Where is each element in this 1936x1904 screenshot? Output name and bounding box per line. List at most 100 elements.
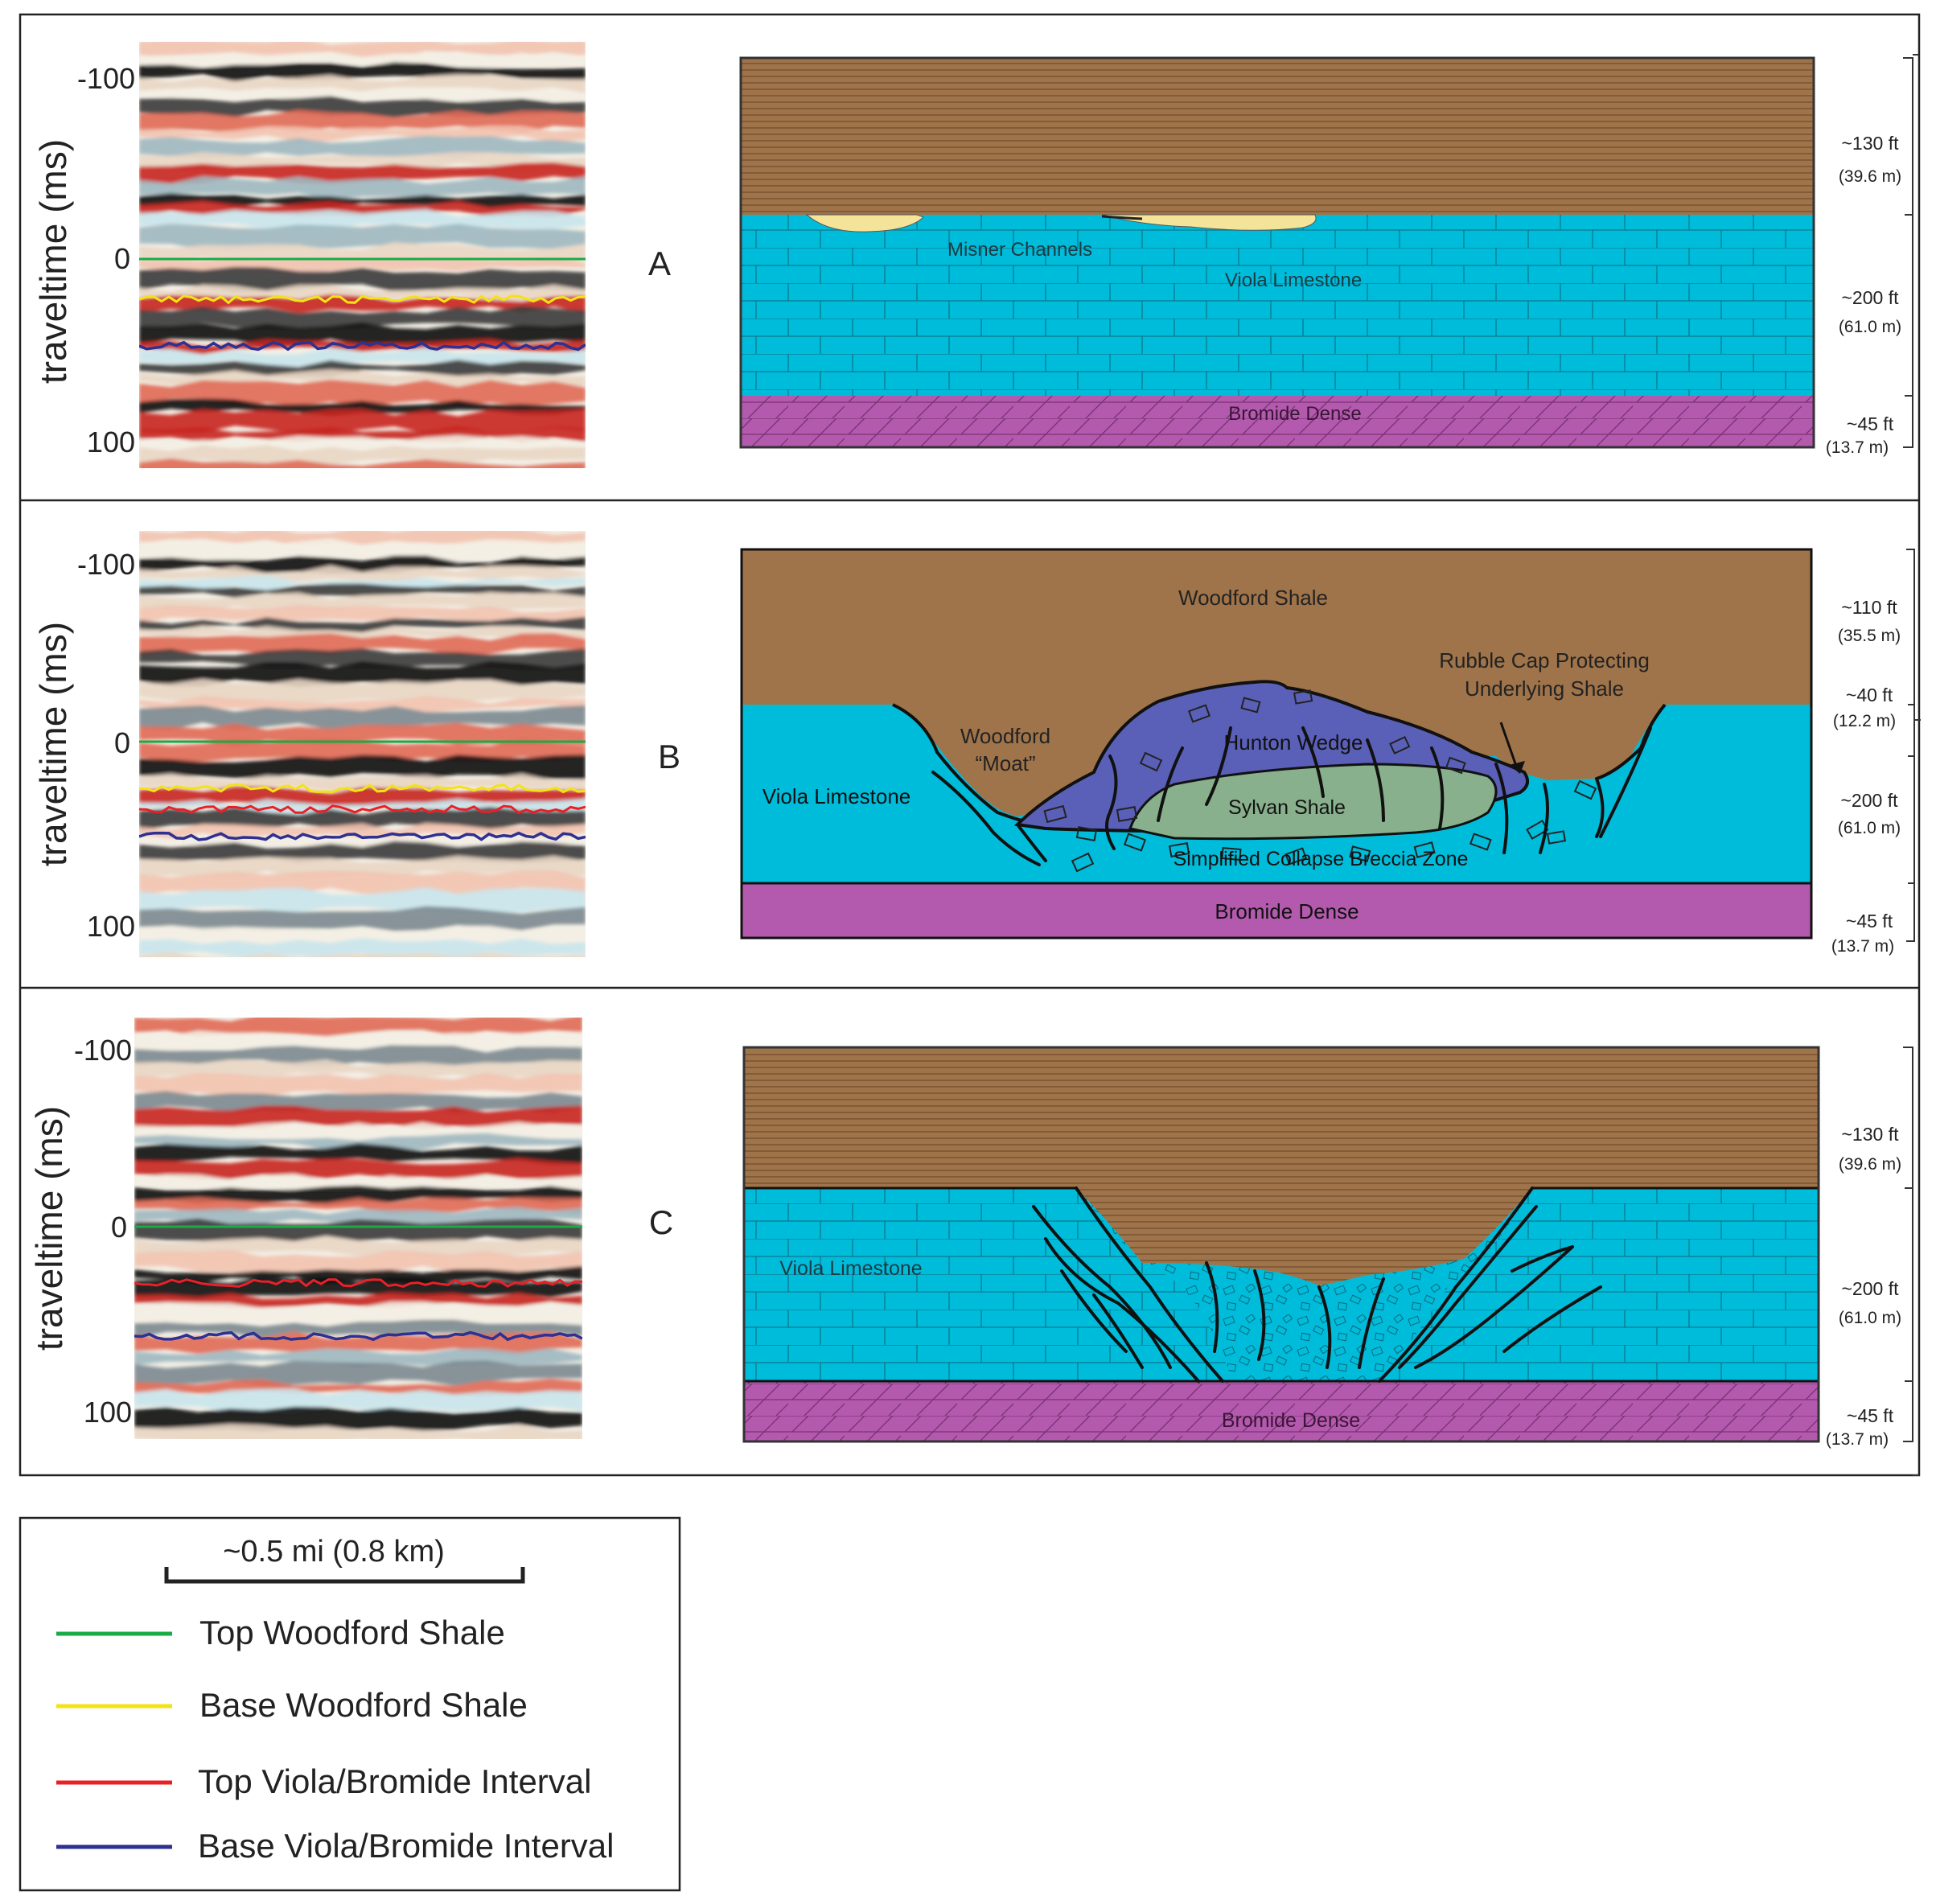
panel-letter-c: C (649, 1203, 673, 1241)
seismic-band (134, 1218, 582, 1244)
seismic-band (134, 1185, 582, 1205)
seismic-section-c (134, 1018, 582, 1439)
panel-a: traveltime (ms) -100 0 100 A Misner Chan… (32, 42, 1919, 468)
seismic-band (134, 1133, 582, 1150)
label-misner-channels: Misner Channels (947, 239, 1092, 261)
seismic-band (139, 679, 586, 703)
panel-c: traveltime (ms) -100 0 100 C (28, 1018, 1919, 1476)
scale-bar (164, 1567, 525, 1584)
thick-a-3-ft: ~45 ft (1847, 413, 1894, 434)
seismic-band (139, 224, 586, 250)
seismic-band (139, 435, 586, 451)
tick-label-a-100: 100 (87, 426, 135, 459)
y-axis-label-c: traveltime (ms) (28, 1106, 70, 1351)
label-bromide-b: Bromide Dense (1215, 899, 1358, 923)
seismic-band (139, 339, 586, 355)
seismic-section-b (139, 531, 586, 957)
seismic-band (139, 87, 586, 103)
seismic-band (139, 380, 586, 406)
seismic-band (139, 906, 586, 931)
tick-label-b-minus100: -100 (77, 548, 135, 581)
thick-a-2-m: (61.0 m) (1839, 318, 1901, 336)
woodford-layer-a (741, 58, 1814, 215)
bromide-layer-b (742, 883, 1811, 938)
y-axis-label-a: traveltime (ms) (32, 139, 74, 384)
tick-label-c-minus100: -100 (74, 1034, 132, 1067)
seismic-band (134, 1174, 582, 1191)
seismic-band (139, 696, 586, 713)
thick-c-1-m: (39.6 m) (1839, 1155, 1901, 1174)
horizon-pick-red (134, 1278, 582, 1288)
seismic-band (139, 773, 586, 793)
legend-label-base-woodford: Base Woodford Shale (199, 1686, 528, 1724)
horizon-pick-blue (139, 831, 586, 841)
thick-b-2-m: (12.2 m) (1833, 712, 1896, 730)
thick-b-3-m: (61.0 m) (1838, 819, 1901, 837)
label-moat-1: Woodford (960, 724, 1050, 748)
seismic-band (139, 96, 586, 117)
seismic-band (134, 1424, 582, 1439)
seismic-band (139, 855, 586, 878)
horizon-pick-blue (139, 340, 586, 352)
seismic-band (139, 409, 586, 434)
breccia-clasts-b (1043, 689, 1597, 873)
tick-label-b-100: 100 (87, 910, 135, 943)
outer-frame (18, 13, 1921, 1477)
seismic-band (139, 755, 586, 779)
label-bromide-a: Bromide Dense (1228, 403, 1361, 425)
seismic-band (134, 1292, 582, 1308)
horizon-pick-yellow (139, 294, 586, 305)
seismic-band (139, 887, 586, 914)
seismic-band (139, 833, 586, 848)
cross-section-a: Misner Channels Viola Limestone Bromide … (739, 56, 1815, 449)
seismic-band (134, 1197, 582, 1215)
seismic-band (139, 151, 586, 171)
seismic-band (134, 1158, 582, 1180)
channel-sand-2 (1101, 214, 1317, 231)
cross-section-b: Woodford Shale Rubble Cap Protecting Und… (740, 548, 1813, 940)
sylvan-shale (1128, 763, 1498, 841)
legend: ~0.5 mi (0.8 km) Top Woodford Shale Base… (18, 1516, 681, 1892)
seismic-band (139, 445, 586, 466)
seismic-band (139, 62, 586, 82)
label-viola-c: Viola Limestone (779, 1257, 922, 1280)
seismic-band (139, 193, 586, 208)
seismic-band (139, 705, 586, 730)
seismic-band (139, 266, 586, 292)
seismic-band (139, 360, 586, 377)
thick-c-1-ft: ~130 ft (1842, 1124, 1900, 1145)
seismic-band (134, 1236, 582, 1257)
seismic-band (139, 306, 586, 329)
seismic-band (134, 1030, 582, 1053)
panel-b: traveltime (ms) -100 0 100 B (32, 531, 1921, 957)
thick-b-4-m: (13.7 m) (1831, 937, 1894, 956)
legend-label-base-viola: Base Viola/Bromide Interval (198, 1827, 615, 1865)
seismic-band (139, 369, 586, 388)
seismic-band (139, 938, 586, 957)
seismic-band (139, 605, 586, 623)
panel-letter-a: A (648, 245, 671, 282)
viola-layer-a (741, 215, 1814, 396)
bromide-layer-a (741, 396, 1814, 447)
horizon-pick-blue (134, 1330, 582, 1342)
seismic-band (134, 1388, 582, 1413)
seismic-band (139, 625, 586, 641)
thick-b-4-ft: ~45 ft (1846, 911, 1893, 931)
seismic-band (139, 952, 586, 957)
seismic-band (139, 616, 586, 633)
label-breccia-zone: Simplified Collapse Breccia Zone (1174, 848, 1469, 870)
seismic-band (139, 583, 586, 598)
seismic-band (139, 722, 586, 746)
thickness-scale-c (1903, 1047, 1919, 1476)
seismic-band (134, 1091, 582, 1113)
label-woodford-shale: Woodford Shale (1178, 586, 1328, 610)
legend-label-top-woodford: Top Woodford Shale (199, 1614, 505, 1651)
thick-c-2-m: (61.0 m) (1839, 1309, 1901, 1327)
thickness-scale-a (1903, 54, 1919, 448)
seismic-band (139, 738, 586, 762)
seismic-band (134, 1072, 582, 1098)
legend-label-top-viola: Top Viola/Bromide Interval (198, 1762, 591, 1800)
tick-label-b-0: 0 (114, 726, 130, 759)
seismic-band (139, 565, 586, 583)
seismic-band (134, 1249, 582, 1273)
